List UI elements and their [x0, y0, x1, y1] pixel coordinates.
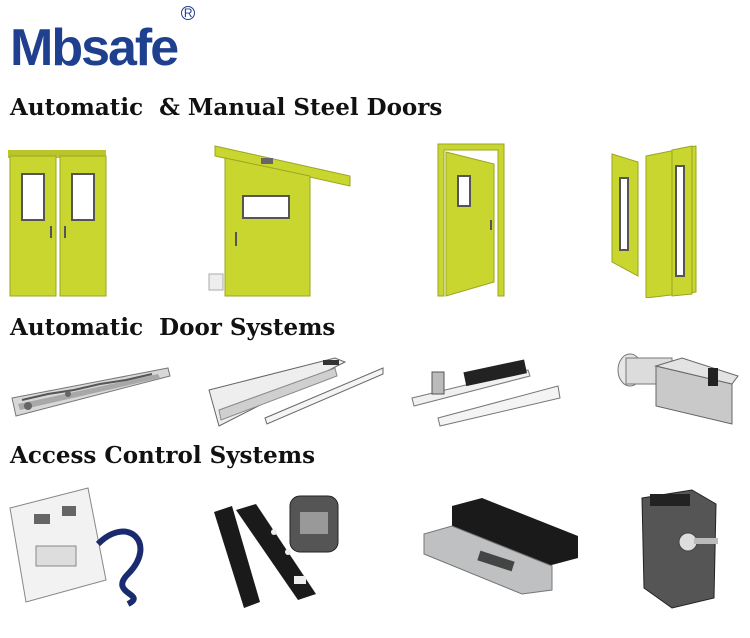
key-switch-icon	[636, 488, 726, 610]
section-title-automatic-door-systems: Automatic Door Systems	[10, 314, 336, 341]
unequal-double-door-icon	[608, 144, 700, 298]
double-swing-door-icon	[8, 148, 108, 298]
sliding-operator-icon	[205, 354, 385, 430]
brand-name: Mbsafe	[10, 19, 179, 77]
sliding-door-icon	[205, 142, 355, 298]
single-open-door-icon	[432, 142, 512, 298]
floor-spring-closer-icon	[612, 350, 742, 428]
safety-sensor-icon	[422, 496, 582, 596]
section-title-steel-doors: Automatic & Manual Steel Doors	[10, 94, 443, 121]
touchless-switch-icon	[210, 490, 360, 610]
registered-mark: R	[181, 5, 196, 20]
swing-arm-operator-icon	[8, 364, 173, 424]
brand-logo: MbsafeR	[10, 5, 196, 77]
section-title-access-control-systems: Access Control Systems	[10, 442, 316, 469]
controller-box-icon	[8, 484, 158, 608]
door-operator-motor-icon	[408, 352, 563, 428]
